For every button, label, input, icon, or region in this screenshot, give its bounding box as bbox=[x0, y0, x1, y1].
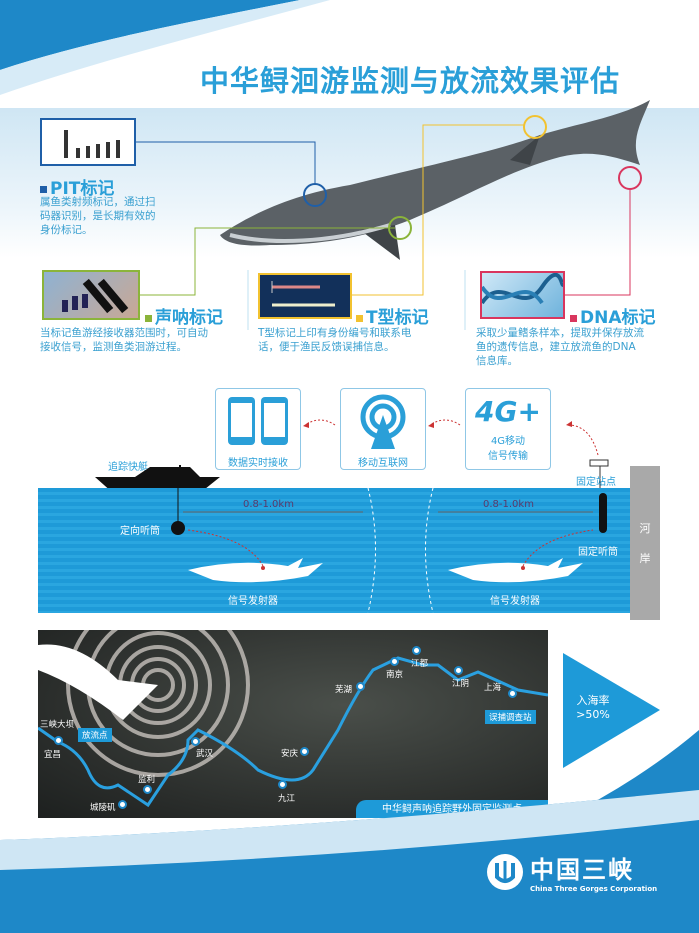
bank-char: 岸 bbox=[639, 552, 651, 565]
acoustic-tag-title: 声呐标记 bbox=[145, 303, 223, 328]
city-marker bbox=[454, 666, 463, 675]
directional-hydrophone-label: 定向听筒 bbox=[120, 526, 160, 537]
leader-lines bbox=[135, 124, 631, 330]
city-label: 上海 bbox=[484, 683, 502, 693]
directional-hydrophone-icon bbox=[171, 521, 185, 535]
city-label: 城陵矶 bbox=[90, 803, 116, 813]
city-label: 九江 bbox=[278, 794, 296, 804]
city-marker bbox=[54, 736, 63, 745]
pit-tag-image bbox=[40, 118, 136, 166]
city-label: 芜湖 bbox=[335, 685, 353, 695]
pit-tag-title: PIT标记 bbox=[40, 174, 114, 199]
4g-label-line2: 信号传输 bbox=[488, 451, 528, 462]
city-marker bbox=[508, 689, 517, 698]
top-swoosh bbox=[0, 0, 330, 95]
emitter-label-2: 信号发射器 bbox=[490, 596, 540, 607]
city-marker bbox=[143, 785, 152, 794]
desc-line: 信息库。 bbox=[476, 355, 518, 367]
city-label: 三峡大坝 bbox=[40, 720, 75, 730]
pit-tag-label: PIT标记 bbox=[50, 179, 115, 199]
acoustic-tag-image bbox=[42, 270, 140, 320]
4g-box: 4G+ 4G移动 信号传输 bbox=[465, 388, 551, 470]
4g-logo-icon: 4G+ bbox=[475, 395, 541, 428]
fixed-hydrophone-label: 固定听筒 bbox=[578, 547, 618, 558]
desc-line: 码器识别，是长期有效的 bbox=[40, 210, 156, 222]
city-marker bbox=[300, 747, 309, 756]
city-label: 武汉 bbox=[196, 749, 214, 759]
t-tag-desc: T型标记上印有身份编号和联系电 话，便于渔民反馈误捕信息。 bbox=[258, 326, 411, 354]
dna-tag-label: DNA标记 bbox=[580, 308, 656, 328]
desc-line: 鱼的遗传信息，建立放流鱼的DNA bbox=[476, 341, 636, 353]
fixed-hydrophone-icon bbox=[599, 493, 607, 533]
4g-label-line1: 4G移动 bbox=[490, 436, 526, 447]
city-marker bbox=[390, 657, 399, 666]
sea-rate-value: >50% bbox=[576, 708, 610, 721]
emitter-label-1: 信号发射器 bbox=[228, 596, 278, 607]
desc-line: 当标记鱼游经接收器范围时，可自动 bbox=[40, 327, 208, 339]
river-path bbox=[38, 630, 548, 808]
page-title: 中华鲟洄游监测与放流效果评估 bbox=[200, 64, 621, 98]
pit-tag-desc: 属鱼类射频标记，通过扫 码器识别，是长期有效的 身份标记。 bbox=[40, 195, 156, 237]
city-marker bbox=[118, 800, 127, 809]
realtime-label: 数据实时接收 bbox=[228, 458, 288, 469]
sea-rate-label: 入海率 bbox=[576, 694, 610, 707]
desc-line: 身份标记。 bbox=[40, 224, 93, 236]
smartphone-icon bbox=[228, 397, 288, 445]
city-label: 江阴 bbox=[452, 679, 470, 689]
realtime-receive-box: 数据实时接收 bbox=[215, 388, 301, 470]
dna-tag-desc: 采取少量鳍条样本，提取并保存放流 鱼的遗传信息，建立放流鱼的DNA 信息库。 bbox=[476, 326, 644, 368]
city-label: 安庆 bbox=[281, 749, 299, 759]
dna-image bbox=[480, 271, 565, 319]
t-tag-title: T型标记 bbox=[356, 303, 429, 328]
signal-arrows bbox=[303, 419, 609, 490]
t-tag-label: T型标记 bbox=[366, 308, 429, 328]
sea-rate: 入海率 >50% bbox=[568, 694, 618, 722]
survey-station-badge: 误捕调查站 bbox=[485, 710, 536, 724]
station-label: 固定站点 bbox=[576, 477, 616, 488]
dna-tag-title: DNA标记 bbox=[570, 303, 656, 328]
desc-line: 话，便于渔民反馈误捕信息。 bbox=[258, 341, 395, 353]
release-point-badge: 放流点 bbox=[78, 728, 112, 742]
sturgeon-image bbox=[220, 100, 650, 260]
rate-triangle bbox=[563, 653, 660, 768]
signal-tower-icon bbox=[360, 394, 406, 449]
city-label: 江都 bbox=[411, 659, 429, 669]
internet-label: 移动互联网 bbox=[358, 458, 408, 469]
acoustic-tag-desc: 当标记鱼游经接收器范围时，可自动 接收信号，监测鱼类洄游过程。 bbox=[40, 326, 208, 354]
ctg-logo-icon bbox=[487, 853, 523, 890]
river-water bbox=[38, 488, 630, 613]
water-diagram bbox=[171, 488, 607, 613]
desc-line: 接收信号，监测鱼类洄游过程。 bbox=[40, 341, 187, 353]
river-bank: 河 岸 bbox=[630, 466, 660, 620]
acoustic-tag-label: 声呐标记 bbox=[155, 308, 223, 328]
range-label-1: 0.8-1.0km bbox=[243, 499, 294, 510]
city-marker bbox=[278, 780, 287, 789]
desc-line: T型标记上印有身份编号和联系电 bbox=[258, 327, 412, 339]
range-label-2: 0.8-1.0km bbox=[483, 499, 534, 510]
bottom-swoosh bbox=[0, 730, 699, 933]
city-marker bbox=[412, 646, 421, 655]
yangtze-map: 放流点 误捕调查站 三峡大坝 宜昌 监利 城陵矶 武汉 九江 安庆 芜湖 南京 … bbox=[38, 630, 548, 818]
city-label: 宜昌 bbox=[44, 750, 62, 760]
internet-box: 移动互联网 bbox=[340, 388, 426, 470]
t-tag-image bbox=[258, 273, 352, 319]
city-label: 监利 bbox=[138, 775, 156, 785]
city-marker bbox=[356, 682, 365, 691]
desc-line: 采取少量鳍条样本，提取并保存放流 bbox=[476, 327, 644, 339]
ctg-logo: 中国三峡 China Three Gorges Corporation bbox=[486, 850, 657, 893]
boat-label: 追踪快艇 bbox=[108, 462, 148, 473]
logo-chinese-name: 中国三峡 bbox=[530, 856, 634, 884]
city-marker bbox=[191, 737, 200, 746]
desc-line: 属鱼类射频标记，通过扫 bbox=[40, 196, 156, 208]
bank-char: 河 bbox=[639, 522, 651, 535]
city-label: 南京 bbox=[386, 670, 404, 680]
logo-english-name: China Three Gorges Corporation bbox=[530, 885, 658, 893]
